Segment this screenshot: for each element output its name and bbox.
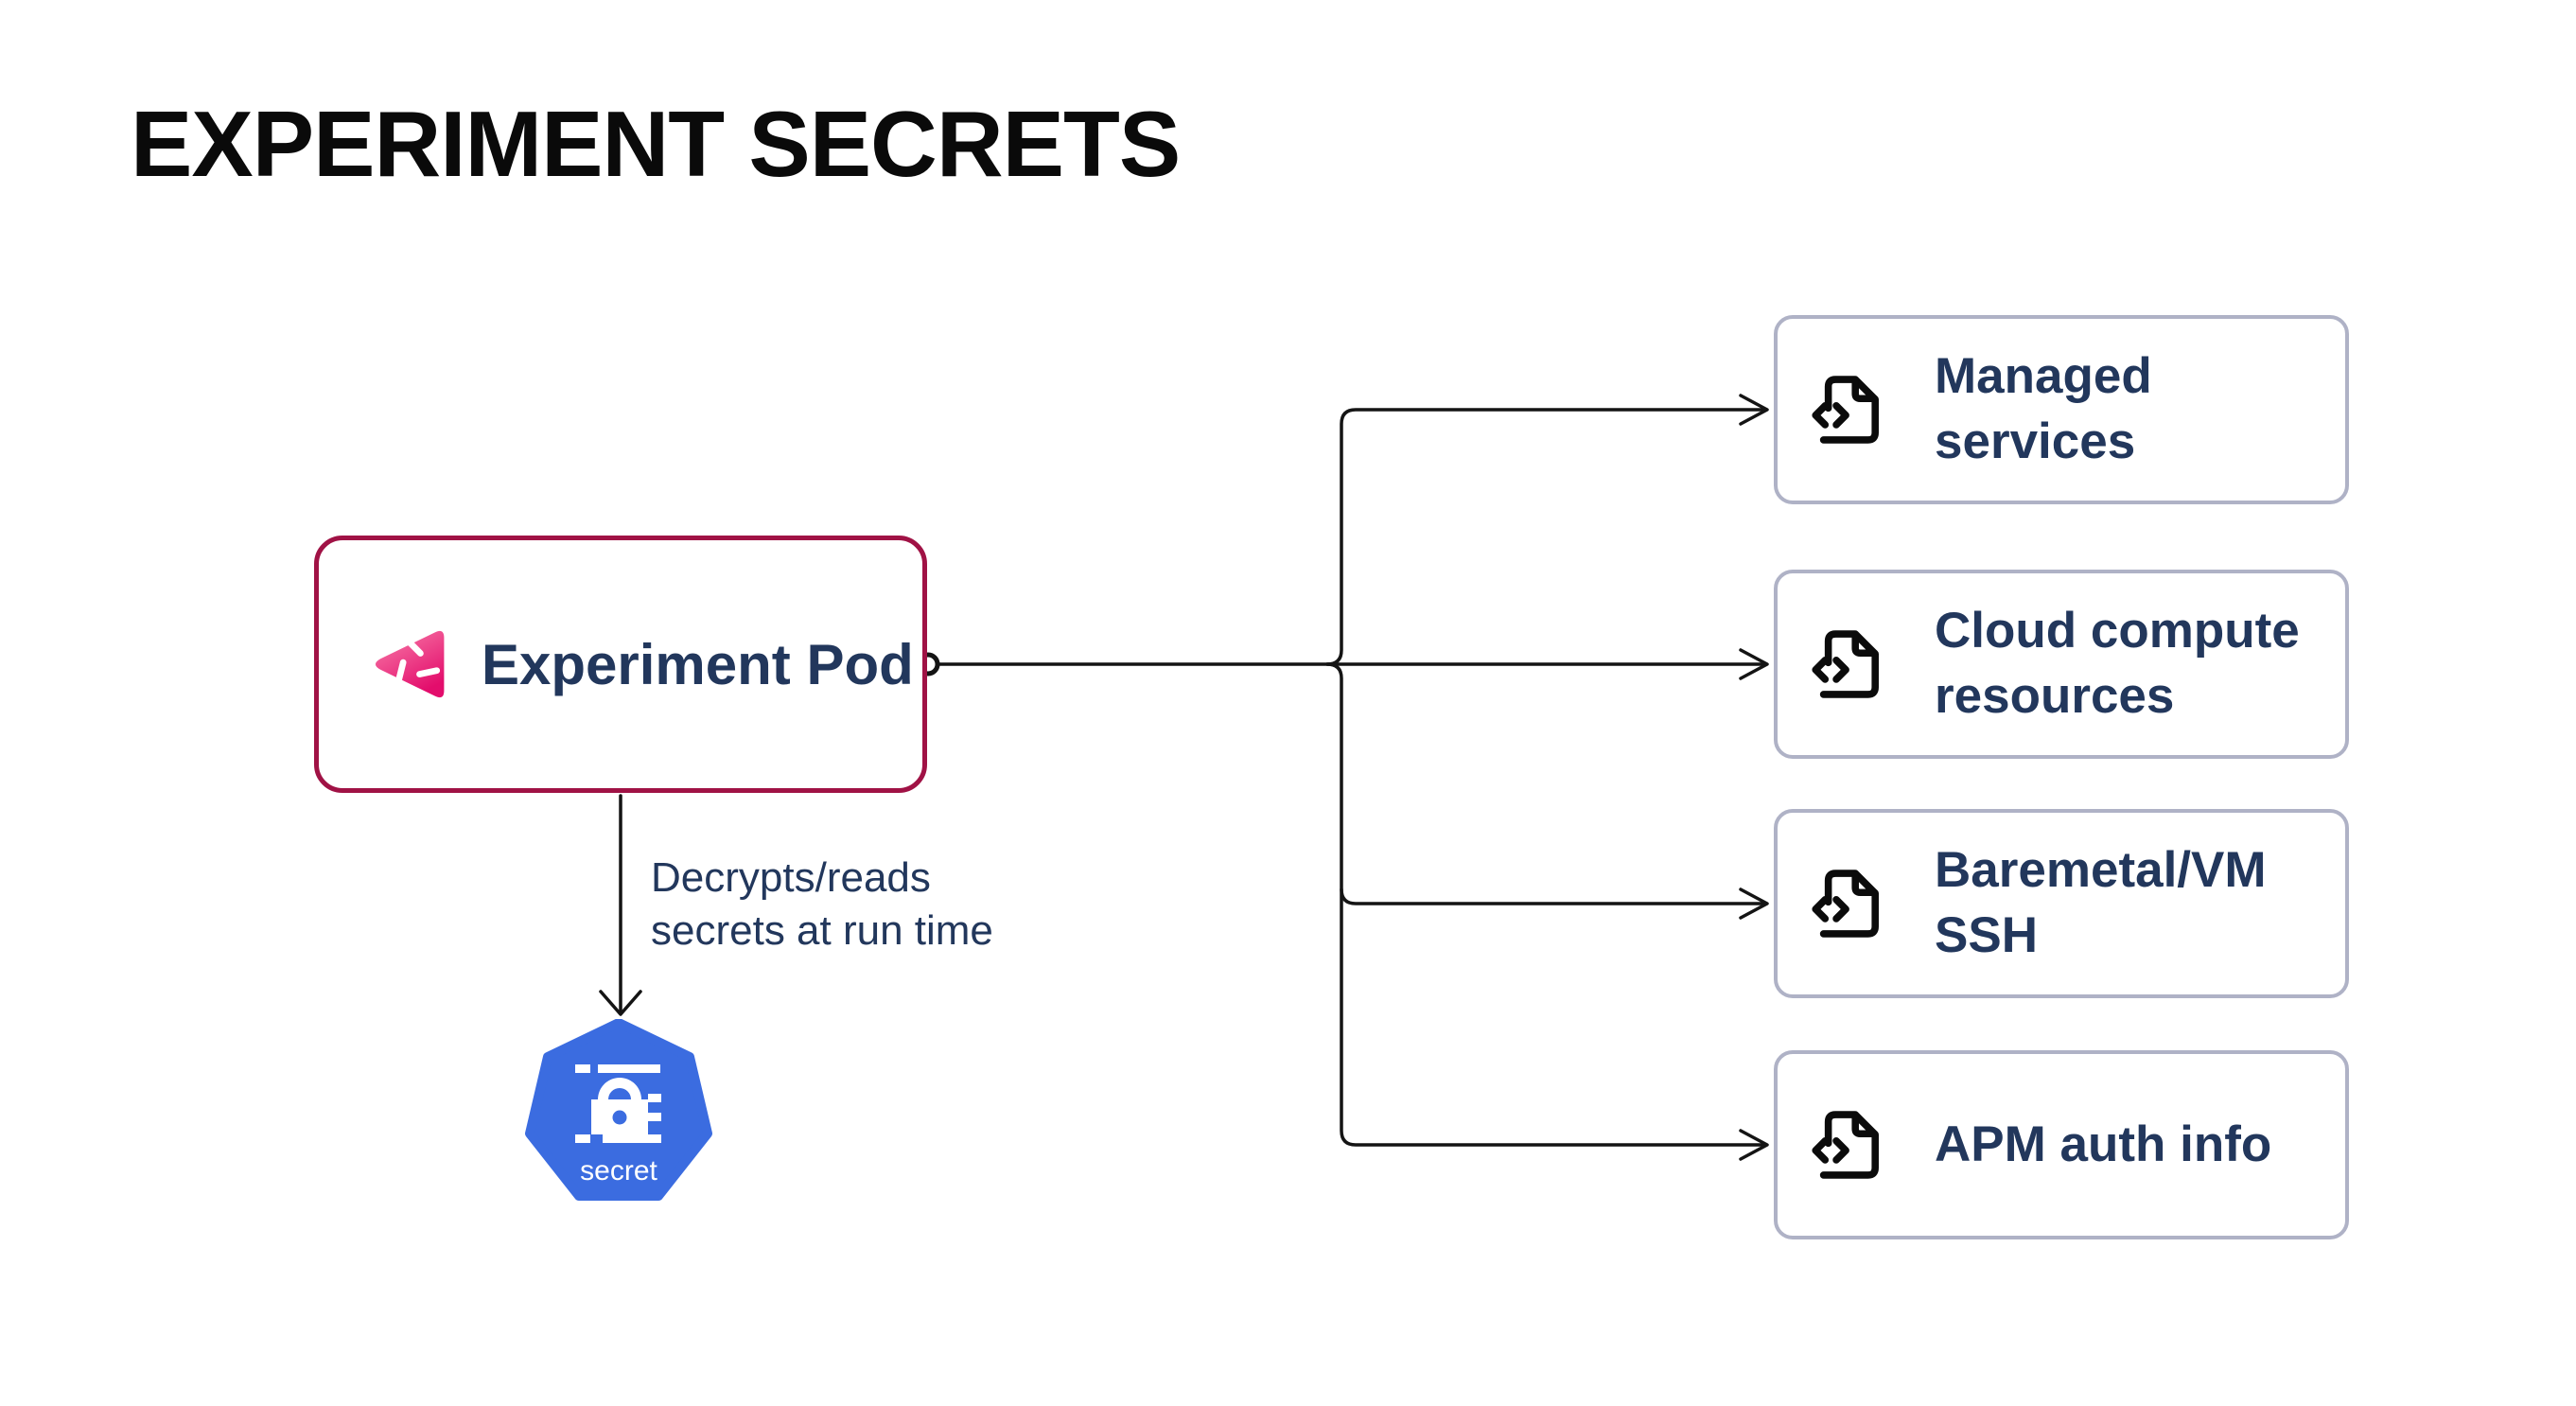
decrypts-note: Decrypts/reads secrets at run time bbox=[651, 854, 993, 954]
experiment-pod-label: Experiment Pod bbox=[482, 632, 914, 696]
target-baremetal-vm-ssh: Baremetal/VM SSH bbox=[1774, 809, 2349, 998]
arrowhead bbox=[1739, 648, 1769, 680]
arrowhead bbox=[1739, 888, 1769, 920]
arrowhead bbox=[1739, 394, 1769, 426]
arrowhead-down bbox=[599, 990, 642, 1016]
target-managed-services: Managed services bbox=[1774, 315, 2349, 504]
target-cloud-compute: Cloud compute resources bbox=[1774, 570, 2349, 759]
connector-down-fork bbox=[1325, 662, 1765, 1147]
target-label: Cloud compute resources bbox=[1935, 603, 2300, 724]
file-code-icon bbox=[1812, 1105, 1891, 1185]
experiment-pod-node: Experiment Pod bbox=[314, 536, 927, 793]
page-title: EXPERIMENT SECRETS bbox=[131, 92, 1181, 196]
connector-up-fork bbox=[1325, 408, 1765, 666]
kubernetes-secret-node: secret bbox=[524, 1018, 713, 1208]
secret-label: secret bbox=[580, 1155, 657, 1186]
target-label: APM auth info bbox=[1935, 1116, 2272, 1172]
file-code-icon bbox=[1812, 370, 1891, 449]
target-label: Baremetal/VM SSH bbox=[1935, 842, 2267, 963]
target-apm-auth-info: APM auth info bbox=[1774, 1050, 2349, 1239]
file-code-icon bbox=[1812, 624, 1891, 704]
file-code-icon bbox=[1812, 864, 1891, 943]
arrowhead bbox=[1739, 1129, 1769, 1161]
connector-tee bbox=[1340, 888, 1765, 905]
kubernetes-secret-icon: secret bbox=[525, 1018, 712, 1201]
target-label: Managed services bbox=[1935, 348, 2152, 469]
litmus-chaos-logo-icon bbox=[362, 617, 453, 712]
